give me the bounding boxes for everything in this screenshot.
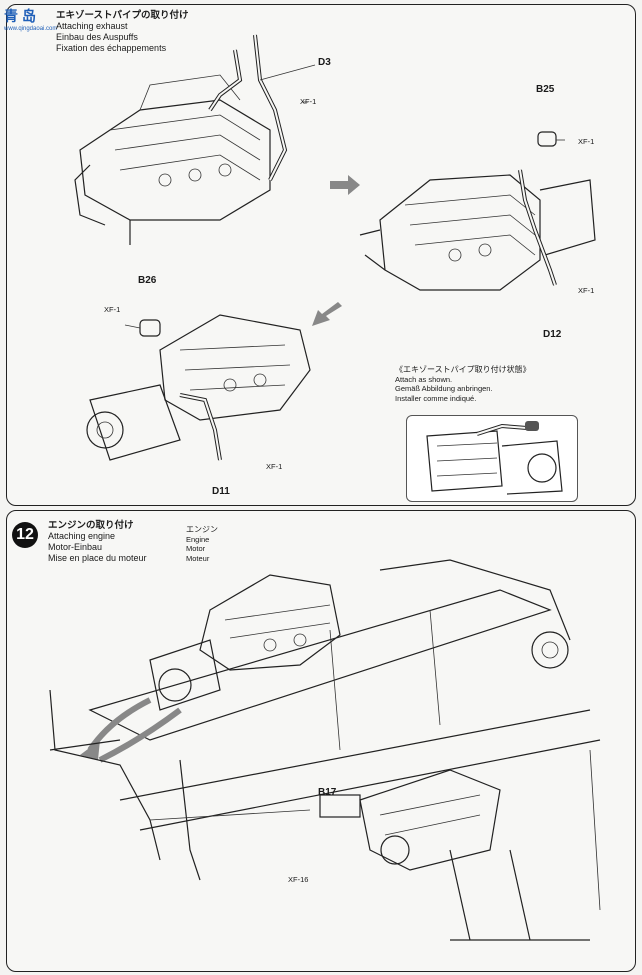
step-11-heading: エキゾーストパイプの取り付け Attaching exhaust Einbau … <box>56 10 189 54</box>
exhaust-inset-drawing <box>426 421 563 495</box>
engine-drawing-2 <box>359 131 596 291</box>
screw-label-xf16: XF-16 <box>288 875 309 884</box>
engine-drawing-3 <box>86 314 311 461</box>
part-label-b17: B17 <box>318 787 337 798</box>
step-11-title-jp: エキゾーストパイプの取り付け <box>56 10 189 21</box>
step-12-title-jp: エンジンの取り付け <box>48 520 134 531</box>
logo-mark: 青岛 <box>4 8 40 24</box>
watermark-logo: 青岛 www.qingdaoai.com <box>4 6 58 40</box>
step-12-heading: エンジンの取り付け Attaching engine Motor-Einbau … <box>48 520 147 564</box>
part-label-d12: D12 <box>543 329 562 340</box>
engine-drawing-1 <box>74 34 316 245</box>
step-12-title-en: Attaching engine <box>48 531 116 541</box>
step-11-title-en: Attaching exhaust <box>56 21 128 31</box>
engine-label-en: Engine <box>186 534 210 544</box>
step-12-title-de: Motor-Einbau <box>48 542 103 552</box>
attach-note-en: Attach as shown. <box>395 374 453 384</box>
engine-label-fr: Moteur <box>186 553 210 563</box>
screw-label-xf1-d: XF-1 <box>104 305 121 314</box>
part-label-b25: B25 <box>536 84 555 95</box>
step-11-title-de: Einbau des Auspuffs <box>56 32 138 42</box>
screw-label-xf1-c: XF-1 <box>578 286 595 295</box>
engine-label: エンジン Engine Motor Moteur <box>186 525 218 563</box>
engine-label-de: Motor <box>186 544 206 553</box>
flow-arrow-left <box>312 302 342 326</box>
exhaust-inset-view <box>406 415 578 502</box>
attach-note-de: Gemäß Abbildung anbringen. <box>395 384 493 393</box>
part-label-b26: B26 <box>138 275 157 286</box>
screw-label-xf1-e: XF-1 <box>266 462 283 471</box>
step-12-number: 12 <box>12 522 38 548</box>
logo-site: www.qingdaoai.com <box>4 26 58 32</box>
attach-note-fr: Installer comme indiqué. <box>395 393 477 403</box>
screw-label-xf1-a: XF-1 <box>300 97 317 106</box>
step-11-title-fr: Fixation des échappements <box>56 43 167 53</box>
part-label-d11: D11 <box>212 486 230 497</box>
flow-arrow-right <box>330 175 360 195</box>
engine-label-jp: エンジン <box>186 525 218 534</box>
step-12-title-fr: Mise en place du moteur <box>48 553 147 563</box>
chassis-drawing <box>49 559 601 941</box>
part-label-d3: D3 <box>318 57 331 68</box>
attach-note: 《エキゾーストパイプ取り付け状態》 Attach as shown. Gemäß… <box>395 365 531 403</box>
attach-note-jp: 《エキゾーストパイプ取り付け状態》 <box>395 365 531 374</box>
screw-label-xf1-b: XF-1 <box>578 137 595 146</box>
